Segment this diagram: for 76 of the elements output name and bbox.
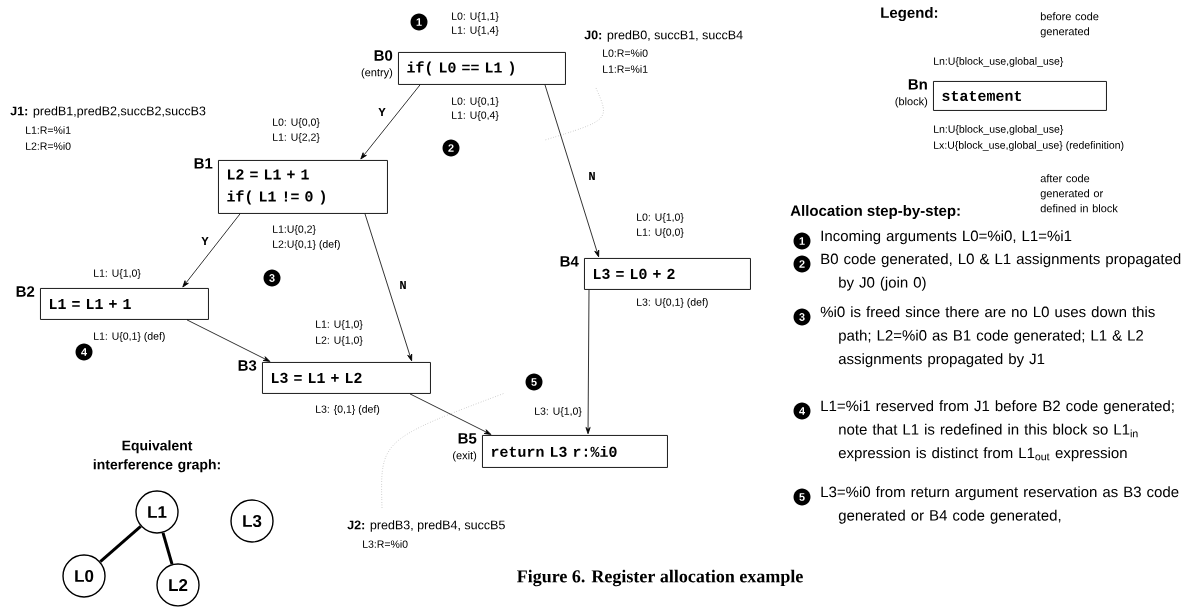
arrow (409, 393, 492, 435)
code-box: statement (933, 81, 1107, 112)
figure-caption: Figure 6. Register allocation example (517, 569, 803, 587)
set-annotation: L1: U{1,0} (316, 320, 363, 331)
edge-label: N (398, 280, 408, 291)
join-annotation: J1: predB1,predB2,succB2,succB3 (10, 106, 206, 118)
block-note: (block) (895, 97, 928, 108)
set-annotation: Ln:U{block_use,global_use} (934, 57, 1064, 68)
block-label: Bn (908, 79, 927, 90)
set-annotation: L1: U{0,4} (452, 111, 499, 122)
arrow (544, 84, 600, 258)
set-annotation: L1: U{0,1} (def) (94, 332, 165, 343)
arrow (186, 319, 271, 362)
block-label: B3 (238, 360, 257, 371)
block-label: B1 (194, 158, 213, 169)
code-box: L2 = L1 + 1 if( L1 != 0 ) (218, 160, 388, 215)
edge-label: Y (200, 236, 210, 247)
join-annotation: J2: predB3, predB4, succB5 (347, 520, 505, 532)
heading: Allocation step-by-step: (790, 205, 960, 220)
step-text: L1=%i1 reserved from J1 before B2 code generated; note that L1 is redefined in this block so L1$_{in}$ expression is distinct from L1$_{out}$ expression (821, 400, 1174, 462)
callout-number: 2 (442, 139, 460, 157)
set-annotation: L1: U{1,4} (452, 26, 499, 37)
step-number: 5 (793, 488, 811, 506)
step-number: 2 (793, 255, 811, 273)
edge-label: Y (377, 107, 387, 118)
step-text: B0 code generated, L0 & L1 assignments propagated by J0 (join 0) (821, 253, 1181, 291)
join-annotation: J0: predB0, succB1, succB4 (584, 30, 743, 42)
legend-note: after code generated or defined in block (1040, 174, 1118, 213)
callout-number: 1 (410, 13, 428, 31)
step-text: L3=%i0 from return argument reservation as B3 code generated or B4 code generated, (821, 486, 1179, 524)
set-annotation: L2:U{0,1} (def) (273, 240, 340, 251)
code-box: L3 = L1 + L2 (262, 362, 431, 395)
block-note: (exit) (453, 451, 477, 462)
set-annotation: L1:U{0,2} (273, 225, 316, 236)
callout-number: 3 (263, 269, 281, 287)
step-number: 3 (793, 308, 811, 326)
block-label: B2 (16, 286, 35, 297)
callout-number: 4 (75, 343, 93, 361)
code-box: L3 = L0 + 2 (584, 258, 751, 291)
set-annotation: L1:R=%i1 (26, 126, 71, 134)
step-number: 1 (793, 232, 811, 250)
step-number: 4 (793, 402, 811, 420)
block-label: B4 (560, 256, 579, 267)
block-label: B0 (374, 50, 393, 61)
heading: Legend: (881, 7, 938, 22)
set-annotation: L2: U{1,0} (316, 336, 363, 347)
set-annotation: Ln:U{block_use,global_use} (934, 125, 1064, 136)
legend-note: before code generated (1040, 12, 1099, 38)
set-annotation: L2:R=%i0 (26, 142, 71, 150)
set-annotation: L3:R=%i0 (363, 540, 408, 548)
arrow (364, 213, 413, 362)
set-annotation: L1:R=%i1 (603, 65, 648, 73)
step-text: %i0 is freed since there are no L0 uses down this path; L2=%i0 as B1 code generated; L1 & L2 assignments propagated by J1 (820, 306, 1155, 368)
callout-number: 5 (525, 373, 543, 391)
arrow (360, 84, 421, 160)
set-annotation: L0: U{1,1} (452, 12, 499, 23)
set-annotation: L0:R=%i0 (603, 49, 648, 57)
arrow (182, 213, 241, 288)
code-box: L1 = L1 + 1 (40, 288, 209, 321)
set-annotation: L0: U{0,0} (273, 118, 320, 129)
edge-label: N (587, 171, 597, 182)
set-annotation: L1: U{1,0} (94, 269, 141, 280)
set-annotation: L0: U{0,1} (452, 97, 499, 108)
set-annotation: L1: U{0,0} (637, 228, 684, 239)
arrow (585, 289, 591, 435)
set-annotation: L3: {0,1} (def) (316, 405, 380, 416)
code-box: return L3 r:%i0 (482, 435, 668, 469)
set-annotation: L1: U{2,2} (273, 133, 320, 144)
block-note: (entry) (361, 68, 393, 79)
step-text: Incoming arguments L0=%i0, L1=%i1 (821, 230, 1072, 245)
heading: Equivalent interference graph: (93, 440, 220, 473)
set-annotation: L0: U{1,0} (637, 213, 684, 224)
set-annotation: L3: U{1,0} (535, 407, 582, 418)
set-annotation: Lx:U{block_use,global_use} (redefinition) (934, 141, 1124, 152)
block-label: B5 (458, 433, 477, 444)
code-box: if( L0 == L1 ) (398, 52, 566, 86)
